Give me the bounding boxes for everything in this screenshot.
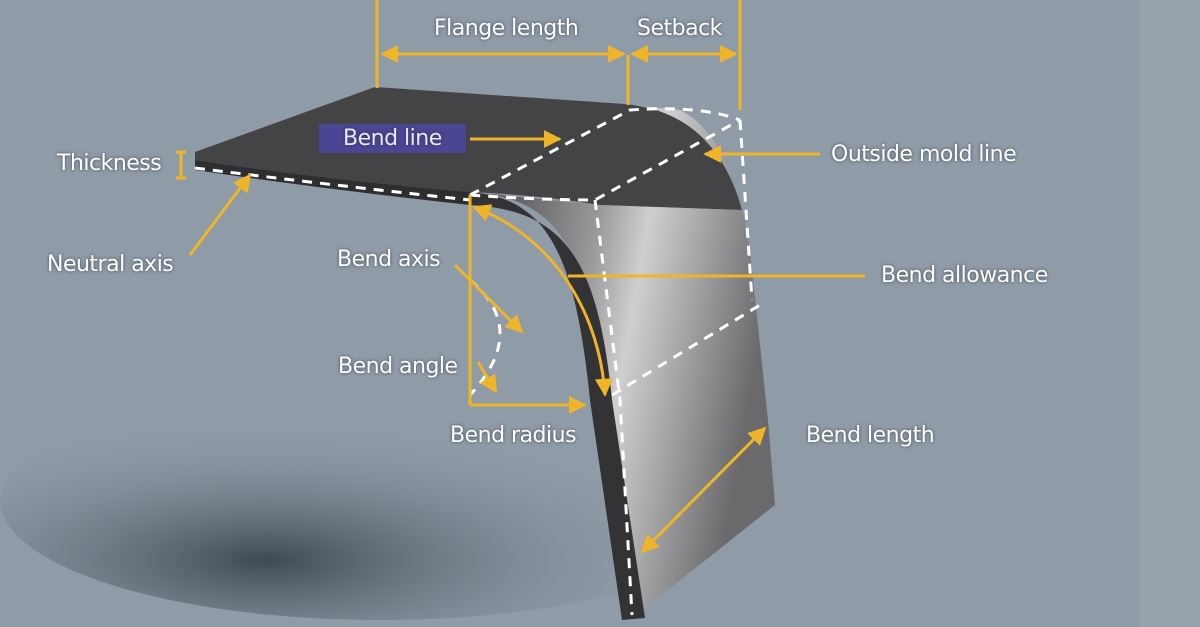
label-bend-radius: Bend radius — [450, 423, 577, 448]
floor-shadow — [0, 380, 760, 620]
label-bend-allowance: Bend allowance — [881, 263, 1048, 288]
label-neutral-axis: Neutral axis — [47, 252, 174, 277]
label-thickness: Thickness — [57, 151, 162, 176]
label-bend-length: Bend length — [806, 423, 935, 448]
bend-inner-edge — [470, 192, 645, 620]
label-bend-axis: Bend axis — [337, 247, 441, 272]
label-setback: Setback — [637, 16, 722, 41]
label-bend-angle: Bend angle — [338, 354, 458, 379]
top-flange — [195, 87, 742, 210]
annotation-lines — [176, 0, 865, 554]
label-flange-length: Flange length — [434, 16, 579, 41]
label-bend-line: Bend line — [319, 124, 466, 153]
label-outside-mold-line: Outside mold line — [831, 142, 1017, 167]
